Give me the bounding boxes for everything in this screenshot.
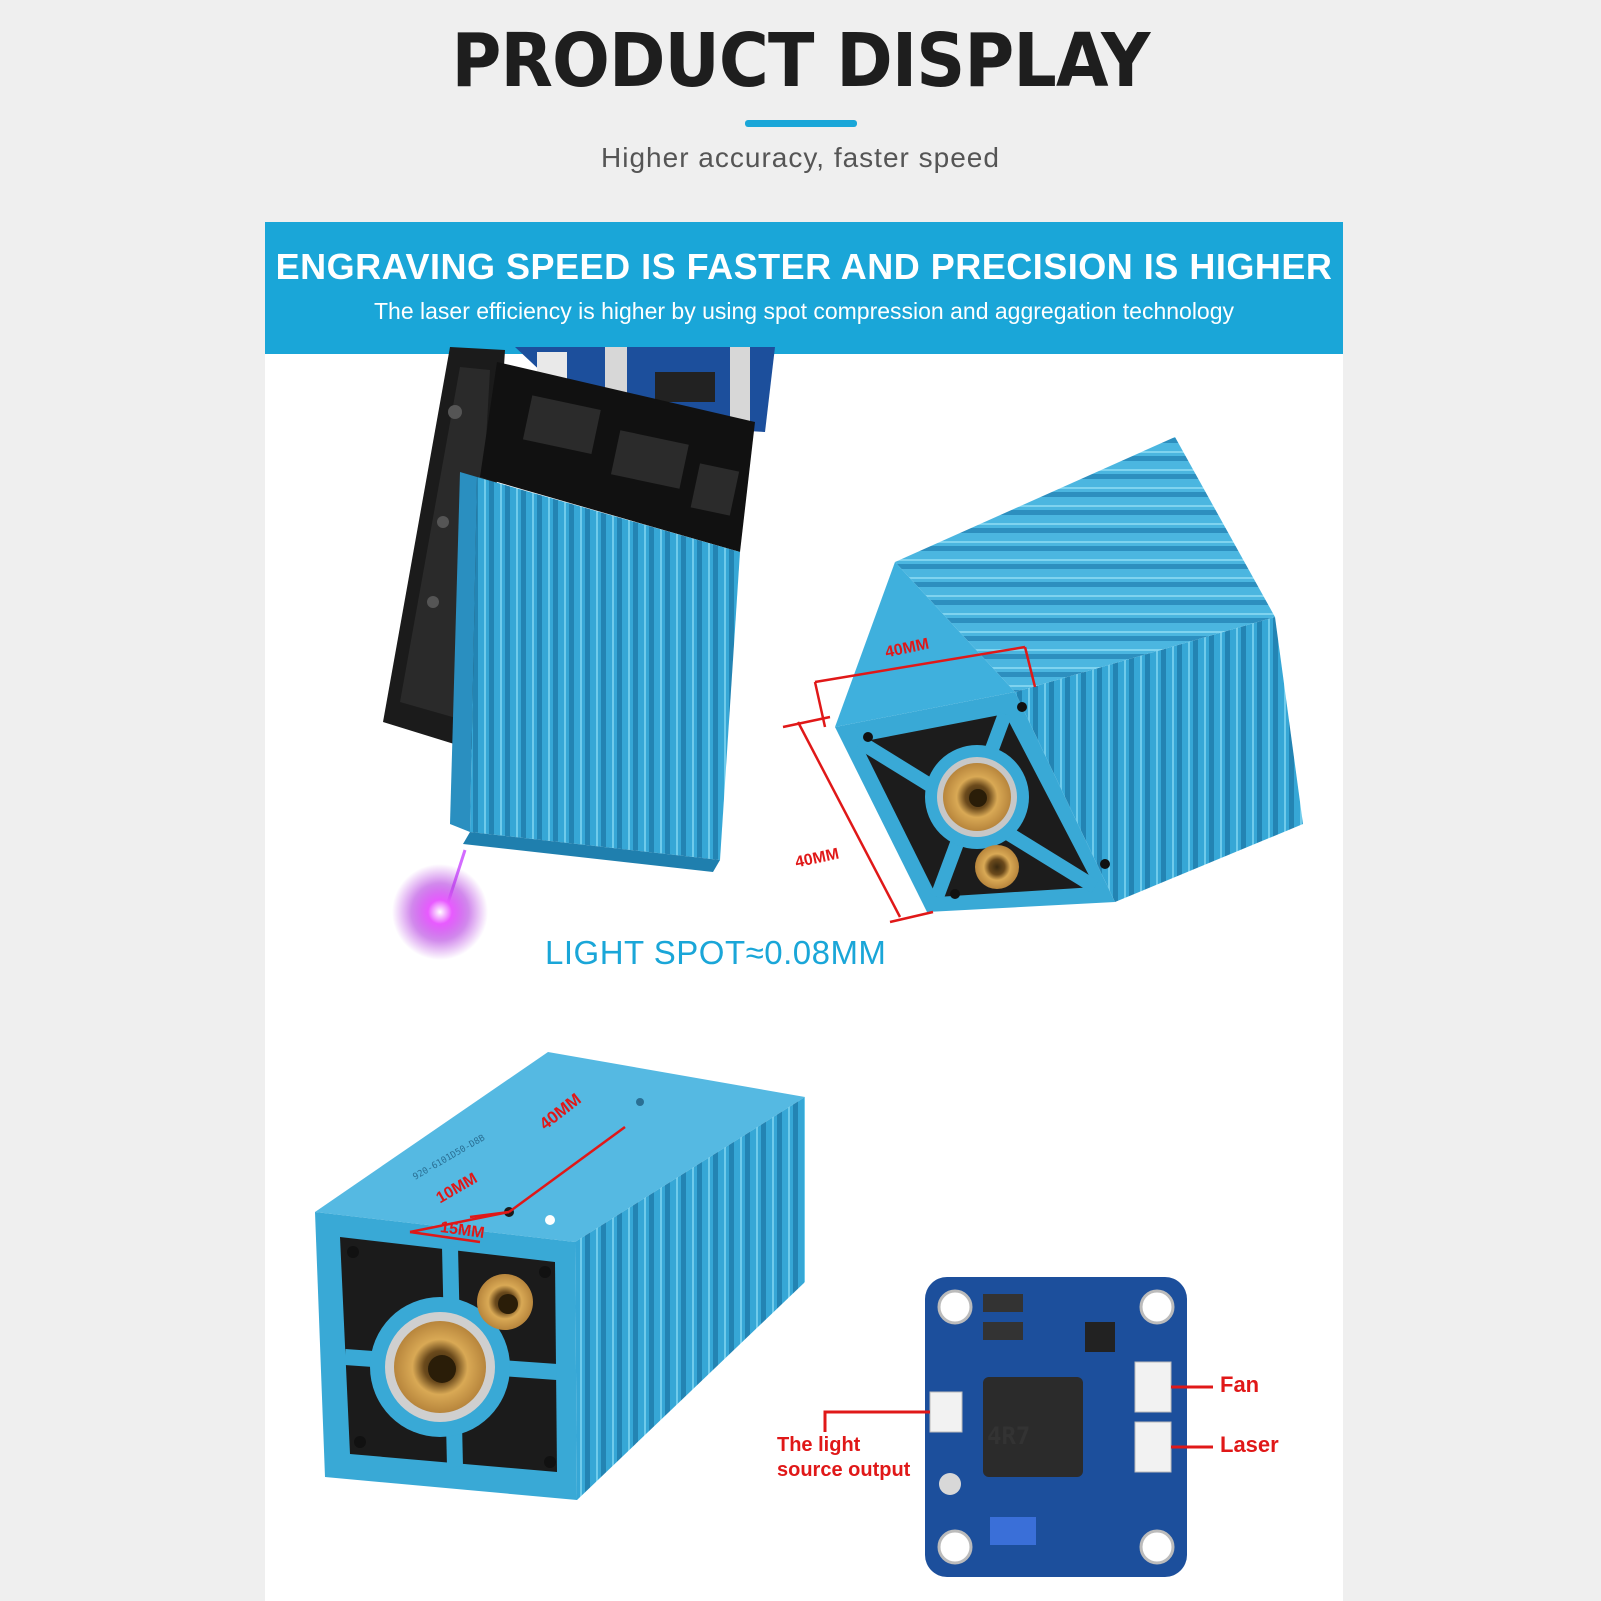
laser-label: Laser [1220,1432,1279,1457]
product-illustrations: 920-6101D50-D8B [315,347,1303,1577]
product-panel: ENGRAVING SPEED IS FASTER AND PRECISION … [265,222,1343,1601]
banner-title: ENGRAVING SPEED IS FASTER AND PRECISION … [275,246,1333,287]
page-title: PRODUCT DISPLAY [451,18,1151,104]
banner-description: The laser efficiency is higher by using … [373,298,1235,324]
output-label-line1: The light [777,1434,861,1456]
driver-board [823,1277,1213,1577]
header: PRODUCT DISPLAY Higher accuracy, faster … [0,0,1601,222]
light-spot-label: LIGHT SPOT≈0.08MM [545,934,887,971]
laser-module-dimensioned [782,437,1303,924]
feature-banner: ENGRAVING SPEED IS FASTER AND PRECISION … [265,222,1343,354]
title-underline [745,120,857,127]
page-subtitle: Higher accuracy, faster speed [601,142,1000,173]
laser-module-angled [383,347,775,960]
fan-label: Fan [1220,1372,1260,1397]
laser-module-bottom: 920-6101D50-D8B [315,1052,805,1500]
output-label-line2: source output [777,1459,911,1481]
inductor-marking: 4R7 [987,1422,1031,1450]
